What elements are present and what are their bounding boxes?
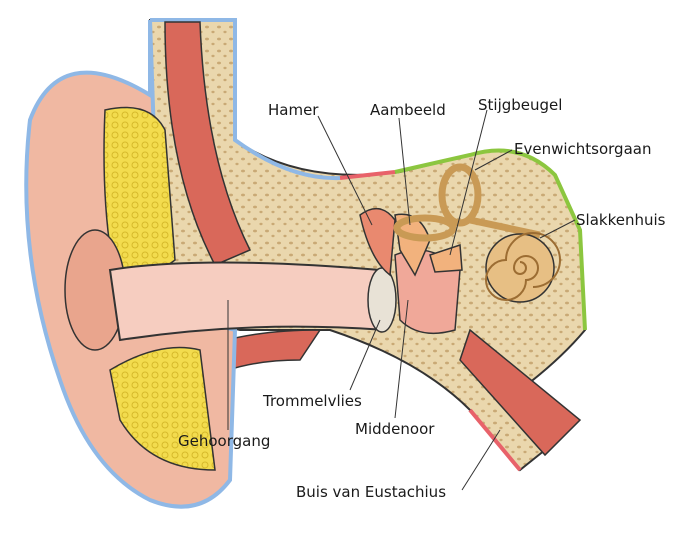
label-trommelvlies: Trommelvlies: [263, 392, 362, 410]
label-eustachius: Buis van Eustachius: [296, 483, 447, 501]
incus: [394, 213, 431, 277]
label-gehoorgang: Gehoorgang: [178, 432, 271, 450]
label-middenoor: Middenoor: [355, 420, 435, 438]
stapes: [429, 243, 463, 273]
ear-canal: [108, 261, 387, 342]
label-hamer: Hamer: [268, 101, 319, 119]
malleus: [359, 207, 396, 277]
eardrum: [367, 267, 397, 333]
label-slakkenhuis: Slakkenhuis: [576, 211, 666, 229]
cochlea: [485, 232, 561, 303]
muscle: [164, 21, 252, 266]
label-evenwichtsorgaan: Evenwichtsorgaan: [514, 140, 652, 158]
label-aambeeld: Aambeeld: [370, 101, 446, 119]
eustachian-tube: [459, 328, 582, 457]
label-stijgbeugel: Stijgbeugel: [478, 96, 563, 114]
